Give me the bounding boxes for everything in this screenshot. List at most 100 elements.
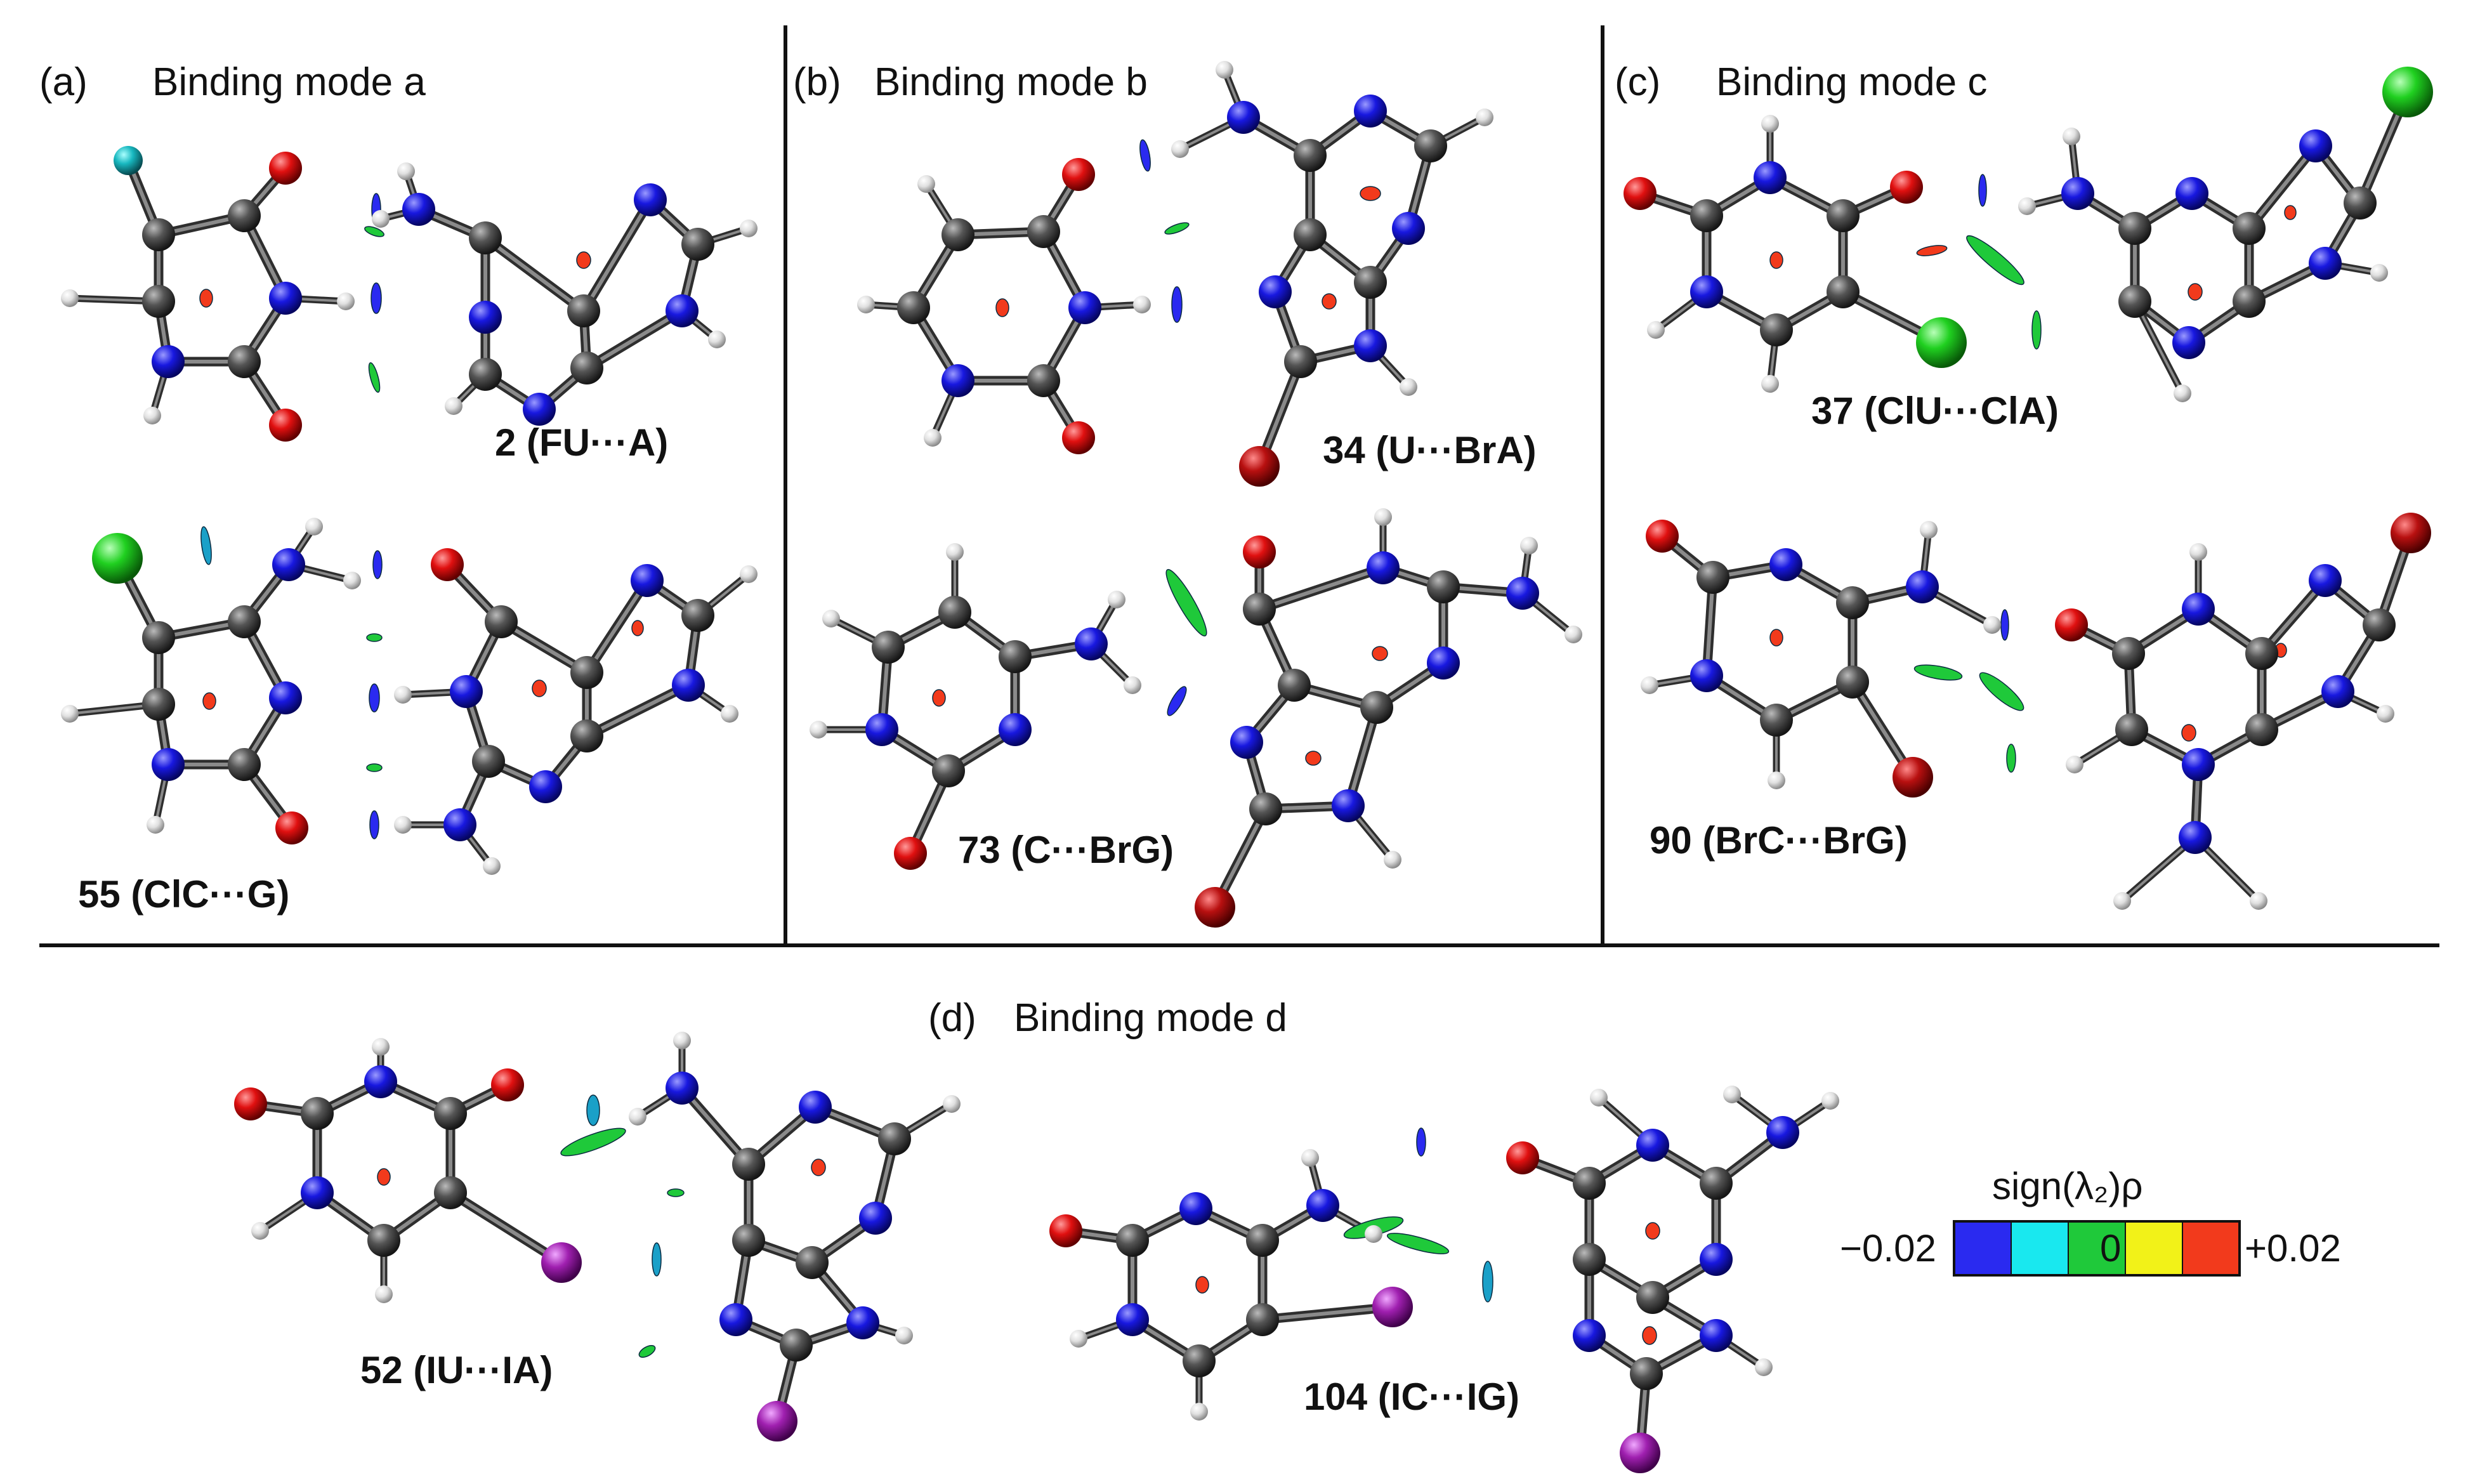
- atom-c: [2112, 637, 2145, 670]
- isosurface: [368, 362, 381, 393]
- atom-n: [1754, 161, 1787, 194]
- atom-c: [228, 345, 261, 378]
- atom-h: [143, 407, 161, 424]
- atom-n: [1075, 627, 1108, 660]
- bonds: [862, 66, 1488, 471]
- isosurface: [377, 1168, 391, 1186]
- isosurface: [202, 692, 216, 710]
- panel-dividers: [39, 25, 2439, 947]
- atom-n: [529, 770, 562, 803]
- colorbar-mid-label: 0: [2100, 1227, 2121, 1270]
- atom-n: [1636, 1129, 1669, 1162]
- isosurface: [1645, 1222, 1660, 1240]
- atom-c: [2118, 285, 2151, 318]
- atom-h: [1374, 508, 1392, 526]
- caption-90-pair: (BrC···BrG): [1702, 819, 1907, 862]
- atom-h: [2018, 197, 2036, 215]
- isosurface: [1769, 251, 1783, 269]
- bond-highlight: [585, 309, 684, 370]
- atom-n: [1354, 95, 1387, 128]
- isosurface: [1372, 646, 1388, 661]
- isosurface: [200, 526, 212, 565]
- atoms: [1624, 67, 2433, 402]
- atom-n: [523, 393, 556, 426]
- isosurface: [652, 1242, 662, 1277]
- atom-c: [142, 688, 175, 721]
- atom-c: [1690, 199, 1723, 232]
- caption-90-number: 90: [1650, 819, 1692, 862]
- atom-c: [2233, 212, 2266, 245]
- atom-cl: [2382, 67, 2433, 117]
- atom-c: [938, 596, 971, 629]
- colorbar-max-label: +0.02: [2245, 1227, 2341, 1270]
- bond-highlight: [1257, 566, 1385, 611]
- atom-c: [469, 221, 502, 254]
- atom-h: [397, 162, 415, 180]
- isosurface: [1913, 664, 1963, 681]
- atom-h: [810, 721, 827, 739]
- atom-c: [2245, 637, 2278, 670]
- caption-2: 2 (FU···A): [495, 421, 668, 464]
- isosurface: [1642, 1326, 1657, 1345]
- atom-c: [796, 1246, 829, 1279]
- isosurface: [369, 810, 379, 839]
- atom-c: [681, 228, 714, 261]
- bonds: [1635, 87, 2413, 397]
- atom-br: [2391, 513, 2431, 553]
- atom-h: [343, 572, 361, 589]
- atom-n: [2309, 564, 2342, 597]
- atom-n: [1506, 577, 1539, 610]
- atom-h: [740, 565, 758, 583]
- atom-n: [846, 1306, 879, 1339]
- atom-c: [1630, 1357, 1663, 1390]
- atom-h: [61, 705, 79, 723]
- atom-c: [2363, 608, 2396, 641]
- nci-isosurfaces: [377, 1094, 826, 1358]
- atom-c: [301, 1097, 334, 1130]
- atom-br: [1239, 446, 1280, 487]
- atom-i: [757, 1401, 797, 1441]
- bond-highlight: [582, 198, 652, 313]
- atom-h: [337, 292, 355, 310]
- atom-o: [1062, 421, 1095, 454]
- atom-n: [1392, 212, 1425, 245]
- atom-n: [1367, 551, 1400, 584]
- atom-n: [1573, 1319, 1606, 1352]
- isosurface: [532, 680, 547, 697]
- atom-h: [943, 1095, 961, 1113]
- nci-isosurfaces: [199, 193, 591, 393]
- molecule-pair-52-iu-ia: [234, 1032, 961, 1441]
- isosurface: [2284, 205, 2297, 220]
- bond-highlight: [585, 579, 649, 674]
- bond-highlight: [483, 236, 586, 313]
- atom-h: [2377, 705, 2394, 723]
- atom-n: [1227, 101, 1260, 134]
- atom-o: [491, 1068, 524, 1101]
- molecule-pair-34-u-bra: [857, 61, 1493, 487]
- nci-isosurfaces: [995, 139, 1381, 323]
- atom-n: [443, 808, 476, 841]
- colorbar-cells: [1953, 1221, 2240, 1276]
- colorbar-min-label: −0.02: [1840, 1227, 1936, 1270]
- isosurface: [1195, 1276, 1209, 1294]
- caption-104-pair: (IC···IG): [1378, 1376, 1519, 1418]
- atom-n: [1700, 1319, 1733, 1352]
- isosurface: [1978, 174, 1987, 207]
- atom-n: [301, 1176, 334, 1209]
- bonds: [815, 513, 1577, 912]
- atom-c: [570, 351, 603, 384]
- atom-o: [1624, 177, 1657, 210]
- atom-n: [469, 301, 502, 334]
- atom-h: [445, 397, 463, 415]
- colorbar-frame: [1953, 1220, 2241, 1277]
- isosurface: [369, 683, 380, 712]
- atoms: [1641, 513, 2431, 910]
- atom-n: [1427, 647, 1460, 680]
- isosurface: [932, 689, 946, 707]
- atom-c: [932, 754, 965, 787]
- atom-h: [2370, 264, 2388, 282]
- isosurface: [811, 1159, 826, 1176]
- isosurface: [2000, 609, 2009, 641]
- atom-h: [721, 705, 738, 723]
